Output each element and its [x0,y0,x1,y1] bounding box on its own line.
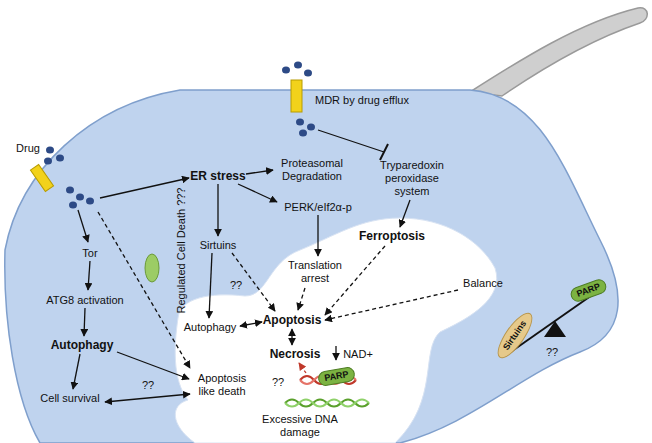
pathway-label: Autophagy [184,321,237,334]
pathway-label: ATG8 activation [46,294,123,307]
unknown-mark: ?? [230,279,242,292]
sirtuins-ellipse: Sirtuins [492,307,539,362]
pathway-label: Autophagy [51,339,114,352]
unknown-mark: ?? [142,379,154,392]
pathway-label: Tor [82,247,97,260]
outcome-label: Cell survival [40,392,99,405]
node-text: PARP [323,368,349,383]
pathway-label: Translation arrest [283,259,347,285]
balance-label: Balance [463,277,503,290]
parp-pill: PARP [568,277,608,304]
death-type-label: Apoptosis [263,314,322,327]
transporter [291,80,302,112]
death-type-label: Necrosis [270,348,321,361]
nucleus-region [175,218,497,443]
death-type-label: Ferroptosis [359,230,425,243]
damage-label: Excessive DNA damage [254,413,346,439]
pathway-label: Sirtuins [200,239,237,252]
efflux-label: MDR by drug efflux [315,94,409,107]
unknown-mark: ?? [546,346,558,359]
transporter [30,164,53,191]
mitochondrion [145,254,159,282]
stress-label: ER stress [190,170,245,183]
flagellum [470,8,647,96]
pathway-label: PERK/eIf2α-p [284,201,352,214]
drug-molecules [44,62,315,209]
pathway-label: Proteasomal Degradation [275,157,349,183]
death-type-label: Apoptosis like death [193,372,251,398]
pathway-arrows [73,130,458,402]
parp-pill: PARP [316,365,355,386]
cell-body [5,90,618,443]
node-text: PARP [575,281,602,300]
drug-label: Drug [16,142,40,155]
pathway-label: Tryparedoxin peroxidase system [371,159,453,198]
node-text: Sirtuins [501,318,529,352]
cell-death-label: Regulated Cell Death ??? [175,187,188,313]
damage-arrow [299,363,306,373]
metabolite-label: NAD+ [343,348,373,361]
unknown-mark: ?? [272,376,284,389]
